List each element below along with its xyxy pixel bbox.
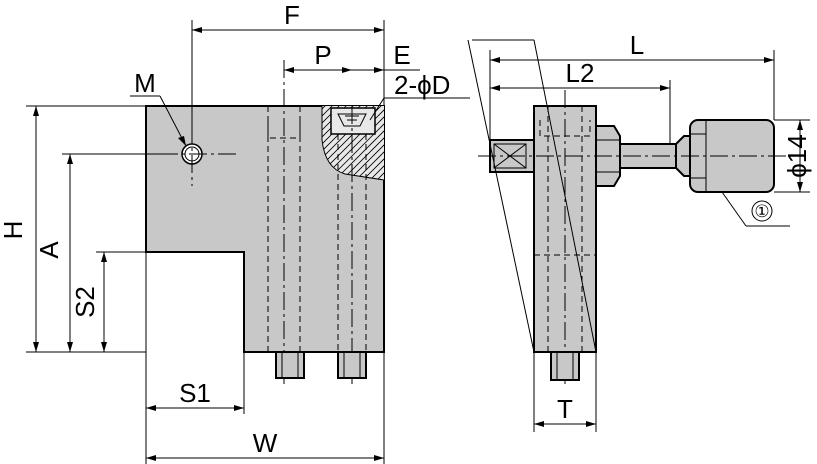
hatch-line	[322, 106, 339, 180]
label-h: H	[0, 221, 28, 240]
side-pin	[550, 351, 580, 381]
label-m: M	[134, 68, 156, 98]
side-dimensions: L L2 ϕ14 ① T	[489, 30, 812, 432]
hatch-line	[388, 100, 478, 190]
label-e: E	[393, 40, 410, 70]
hatch-line	[409, 100, 499, 190]
label-l2: L2	[566, 58, 595, 88]
pin-right	[337, 351, 367, 379]
label-l: L	[630, 30, 644, 60]
hatch-line	[402, 100, 492, 190]
pin-left	[275, 351, 305, 379]
hatch-line	[380, 106, 384, 180]
label-callout-1: ①	[754, 202, 769, 221]
hatch-line	[366, 106, 384, 180]
hatch-line	[322, 106, 384, 180]
label-w: W	[253, 428, 278, 458]
front-dimensions: F P E 2-ϕD M H A	[0, 0, 470, 464]
front-view	[145, 20, 499, 384]
screw-head	[330, 107, 376, 135]
label-p: P	[314, 40, 331, 70]
hatch-line	[373, 106, 384, 180]
hatch-boundary	[321, 106, 385, 181]
label-2-phi-d: 2-ϕD	[394, 70, 450, 100]
label-a: A	[34, 241, 64, 259]
hatch-line	[345, 106, 384, 180]
side-view	[467, 39, 790, 384]
label-s1: S1	[179, 378, 211, 408]
label-phi-14: ϕ14	[782, 134, 812, 177]
label-t: T	[557, 394, 573, 424]
hatch-line	[395, 100, 485, 190]
hatch-line	[322, 106, 346, 180]
label-s2: S2	[70, 286, 100, 318]
label-f: F	[284, 0, 300, 30]
hatch-line	[359, 106, 384, 180]
hatch-line	[352, 106, 384, 180]
hex-socket-icon	[337, 113, 367, 127]
